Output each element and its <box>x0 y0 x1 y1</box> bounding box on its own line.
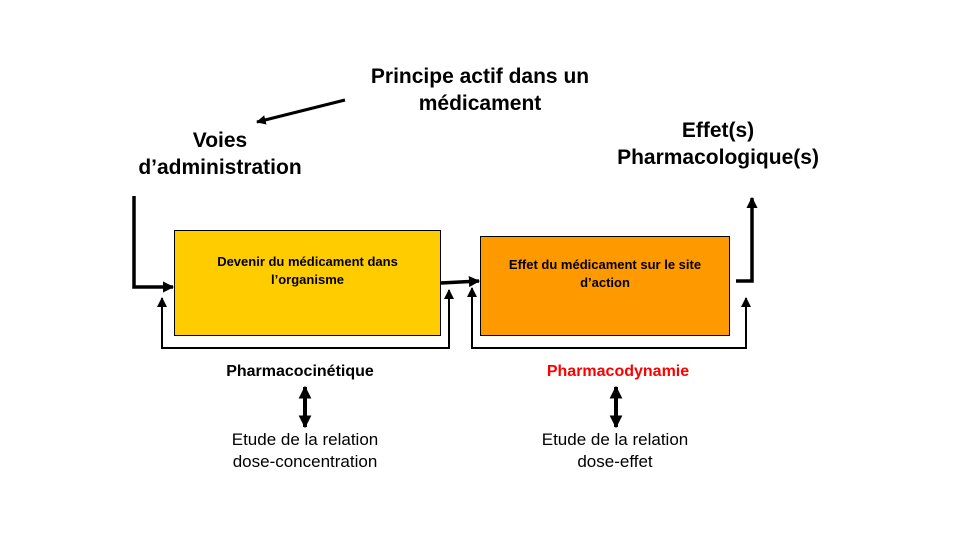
effets-pharmacologiques-title: Effet(s) Pharmacologique(s) <box>617 119 819 170</box>
principe-actif-title: Principe actif dans un médicament <box>370 65 590 116</box>
arrow-principe-to-voies <box>256 98 346 125</box>
pharmacocinetique-label: Pharmacocinétique <box>226 363 374 380</box>
pharmacodynamie-label: Pharmacodynamie <box>546 363 690 380</box>
arrow-pd-to-effets <box>736 196 758 283</box>
dose-effet-text: Etude de la relation dose-effet <box>541 430 689 472</box>
arrow-pk-to-pd <box>440 275 481 288</box>
pharmacokinetics-box: Devenir du médicament dans l’organisme <box>174 230 441 336</box>
pd-bracket <box>467 287 751 349</box>
dose-concentration-text: Etude de la relation dose-concentration <box>231 430 379 472</box>
pharmacokinetics-box-text: Devenir du médicament dans l’organisme <box>217 253 398 287</box>
pharmacodynamics-box: Effet du médicament sur le site d’action <box>480 236 730 336</box>
arrow-voies-to-pk-box <box>132 196 175 293</box>
pk-bracket <box>157 289 454 349</box>
voies-administration-title: Voies d’administration <box>138 129 302 180</box>
pharmacodynamics-box-text: Effet du médicament sur le site d’action <box>508 256 702 290</box>
